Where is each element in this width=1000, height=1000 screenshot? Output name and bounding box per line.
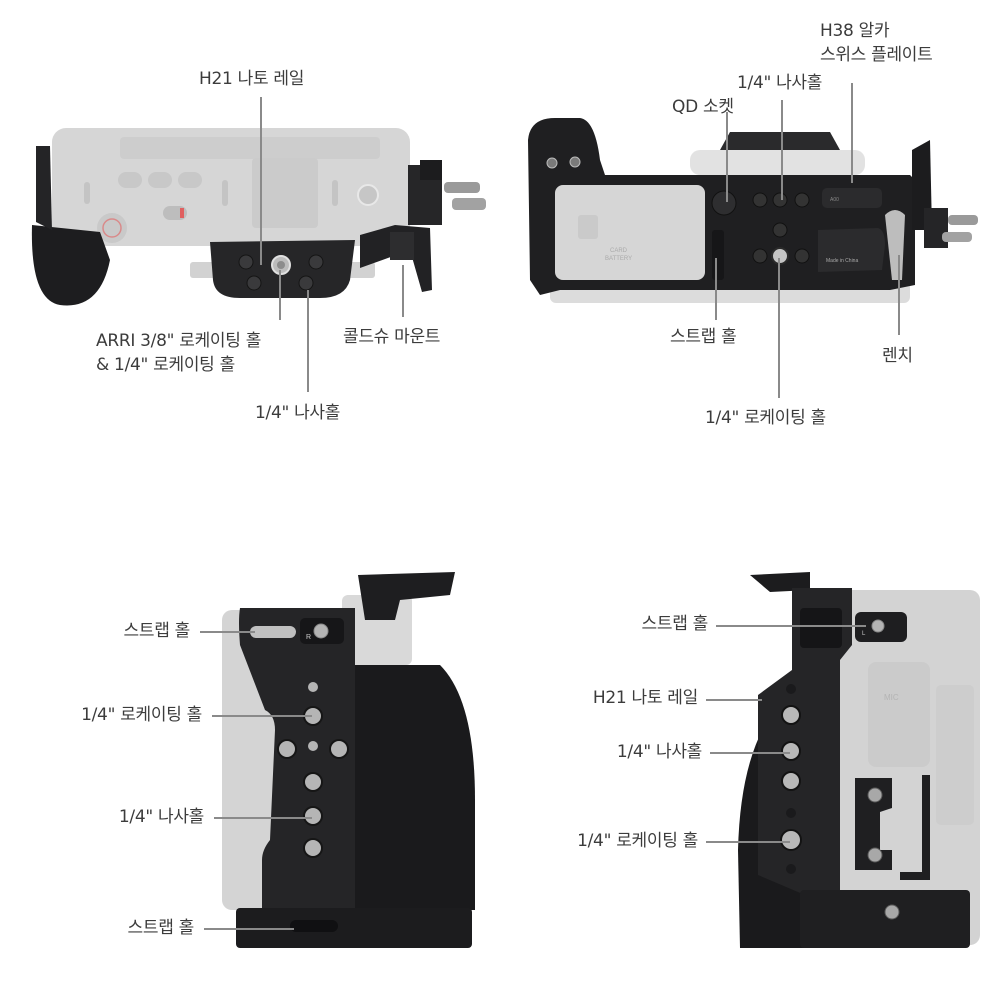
callout-locating-hole: 1/4" 로케이팅 홀 [577, 831, 698, 851]
callout-arri-locating-hole-line1: ARRI 3/8" 로케이팅 홀 [96, 331, 262, 351]
view-rear-top: H21 나토 레일 ARRI 3/8" 로케이팅 홀 & 1/4" 로케이팅 홀… [0, 0, 500, 450]
leader-line [706, 699, 762, 701]
leader-line [706, 841, 790, 843]
callout-strap-hole-top: 스트랩 홀 [123, 621, 191, 641]
leader-line [716, 625, 866, 627]
camera-cage-bottom-illustration: CARD BATTERY A00 Made in China [528, 118, 978, 303]
leader-line [200, 631, 255, 633]
leader-line [851, 83, 853, 183]
leader-line [402, 265, 404, 317]
camera-cage-port-side-illustration: MIC L [738, 572, 980, 948]
leader-line [307, 290, 309, 392]
camera-cage-rear-top-illustration [31, 128, 486, 306]
camera-marking-r: R [306, 634, 311, 641]
callout-wrench: 렌치 [882, 346, 913, 366]
callout-qd-socket: QD 소켓 [672, 97, 734, 117]
callout-arri-locating-hole-line2: & 1/4" 로케이팅 홀 [96, 355, 235, 375]
callout-thread-hole: 1/4" 나사홀 [737, 73, 823, 93]
callout-locating-hole: 1/4" 로케이팅 홀 [81, 705, 202, 725]
view-grip-side: R 스트랩 홀 1/4" 로케이팅 홀 1/4" 나사홀 스트랩 홀 [0, 550, 500, 1000]
camera-marking-mic: MIC [884, 693, 899, 702]
callout-nato-rail: H21 나토 레일 [592, 688, 698, 708]
callout-nato-rail: H21 나토 레일 [199, 69, 305, 89]
camera-marking-battery: BATTERY [605, 256, 632, 262]
camera-marking-l: L [862, 631, 866, 637]
leader-line [260, 97, 262, 265]
callout-arca-plate-line2: 스위스 플레이트 [820, 45, 933, 65]
callout-thread-hole: 1/4" 나사홀 [616, 742, 702, 762]
callout-strap-hole-bottom: 스트랩 홀 [127, 918, 195, 938]
view-bottom: CARD BATTERY A00 Made in China H38 알카 스위… [500, 0, 1000, 450]
leader-line [710, 752, 790, 754]
callout-strap-hole: 스트랩 홀 [670, 327, 737, 347]
callout-thread-hole: 1/4" 나사홀 [255, 403, 341, 423]
leader-line [898, 255, 900, 335]
camera-marking-a00: A00 [830, 197, 839, 203]
camera-marking-made-in-china: Made in China [826, 258, 858, 264]
camera-marking-card: CARD [610, 248, 628, 254]
leader-line [204, 928, 294, 930]
leader-line [715, 258, 717, 320]
leader-line [781, 100, 783, 200]
leader-line [726, 112, 728, 202]
callout-cold-shoe-mount: 콜드슈 마운트 [343, 327, 441, 347]
leader-line [214, 817, 312, 819]
callout-locating-hole: 1/4" 로케이팅 홀 [705, 408, 826, 428]
camera-cage-grip-side-illustration: R [222, 572, 475, 948]
leader-line [778, 258, 780, 398]
leader-line [279, 270, 281, 320]
view-port-side: MIC L 스트랩 홀 H21 나토 레일 1/4" 나사홀 1/4" 로케이팅 [500, 550, 1000, 1000]
leader-line [212, 715, 312, 717]
callout-thread-hole: 1/4" 나사홀 [118, 807, 204, 827]
callout-strap-hole: 스트랩 홀 [641, 614, 709, 634]
callout-arca-plate-line1: H38 알카 [820, 21, 890, 41]
